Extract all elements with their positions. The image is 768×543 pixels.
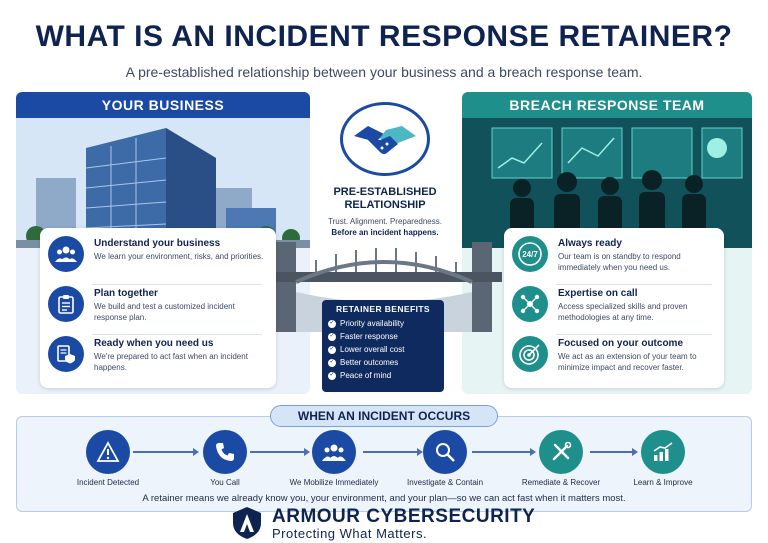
- feature-title: Focused on your outcome: [558, 338, 684, 349]
- benefit-label: Priority availability: [340, 319, 405, 328]
- pre-established-title: PRE-ESTABLISHED RELATIONSHIP: [310, 186, 460, 212]
- feature-desc: We build and test a customized incident …: [94, 302, 235, 322]
- divider: [92, 284, 262, 285]
- target-icon: [512, 336, 548, 372]
- check-icon: ✓: [328, 371, 336, 380]
- feature-desc: Our team is on standby to respond immedi…: [558, 252, 681, 272]
- benefit-item: ✓ Priority availability: [328, 317, 438, 330]
- feature-title: Plan together: [94, 288, 158, 299]
- feature-focused-outcome: Focused on your outcome We act as an ext…: [512, 336, 718, 386]
- retainer-benefits-box: RETAINER BENEFITS ✓ Priority availability…: [322, 300, 444, 392]
- feature-title: Always ready: [558, 238, 622, 249]
- handshake-badge: [340, 102, 430, 176]
- phone-icon: [203, 430, 247, 474]
- feature-desc: We act as an extension of your team to m…: [558, 352, 697, 372]
- feature-desc: We're prepared to act fast when an incid…: [94, 352, 248, 372]
- check-icon: ✓: [328, 319, 336, 328]
- benefit-label: Peace of mind: [340, 371, 392, 380]
- benefit-label: Faster response: [340, 332, 398, 341]
- tools-icon: [539, 430, 583, 474]
- divider: [556, 284, 712, 285]
- pre-established-line2: RELATIONSHIP: [344, 199, 426, 211]
- shield-document-icon: [48, 336, 84, 372]
- step-label: Investigate & Contain: [406, 478, 484, 487]
- benefit-item: ✓ Better outcomes: [328, 356, 438, 369]
- pre-established-line1: PRE-ESTABLISHED: [333, 186, 437, 198]
- flow-arrow: [133, 448, 199, 456]
- your-business-header: YOUR BUSINESS: [16, 92, 310, 118]
- check-icon: ✓: [328, 345, 336, 354]
- pre-established-subtitle: Trust. Alignment. Preparedness. Before a…: [310, 216, 460, 238]
- closing-statement: A retainer means we already know you, yo…: [142, 493, 626, 504]
- benefit-label: Lower overall cost: [340, 345, 405, 354]
- step-investigate-contain: Investigate & Contain: [390, 430, 500, 487]
- feature-desc: We learn your environment, risks, and pr…: [94, 252, 264, 261]
- step-label: Remediate & Recover: [521, 478, 601, 487]
- team-icon: [312, 430, 356, 474]
- feature-title: Ready when you need us: [94, 338, 214, 349]
- check-icon: ✓: [328, 332, 336, 341]
- handshake-icon: [354, 126, 416, 154]
- feature-title: Expertise on call: [558, 288, 638, 299]
- feature-ready-when-needed: Ready when you need us We're prepared to…: [48, 336, 268, 386]
- response-team-features-card: 24/7 Always ready Our team is on standby…: [504, 228, 724, 388]
- step-learn-improve: Learn & Improve: [608, 430, 718, 487]
- benefits-header: RETAINER BENEFITS: [335, 304, 430, 314]
- feature-desc: Access specialized skills and proven met…: [558, 302, 688, 322]
- flow-arrow: [363, 448, 423, 456]
- divider: [92, 334, 262, 335]
- page-subtitle: A pre-established relationship between y…: [125, 64, 643, 80]
- people-icon: [48, 236, 84, 272]
- check-icon: ✓: [328, 358, 336, 367]
- pre-established-sub-line2: Before an incident happens.: [331, 228, 439, 237]
- step-label: You Call: [210, 478, 240, 487]
- feature-plan-together: Plan together We build and test a custom…: [48, 286, 268, 336]
- benefit-item: ✓ Peace of mind: [328, 369, 438, 382]
- breach-response-header: BREACH RESPONSE TEAM: [462, 92, 752, 118]
- step-label: We Mobilize Immediately: [289, 478, 379, 487]
- feature-expertise-on-call: Expertise on call Access specialized ski…: [512, 286, 718, 336]
- business-features-card: Understand your business We learn your e…: [40, 228, 276, 388]
- divider: [556, 334, 712, 335]
- brand-tagline: Protecting What Matters.: [272, 526, 428, 541]
- 24-7-badge: 24/7: [522, 250, 538, 259]
- step-we-mobilize: We Mobilize Immediately: [279, 430, 389, 487]
- clipboard-icon: [48, 286, 84, 322]
- incident-header: WHEN AN INCIDENT OCCURS: [270, 405, 498, 427]
- warning-icon: [86, 430, 130, 474]
- benefit-item: ✓ Faster response: [328, 330, 438, 343]
- bar-chart-icon: [641, 430, 685, 474]
- step-label: Learn & Improve: [633, 478, 693, 487]
- flow-arrow: [250, 448, 310, 456]
- step-incident-detected: Incident Detected: [53, 430, 163, 487]
- page-title: WHAT IS AN INCIDENT RESPONSE RETAINER?: [35, 20, 733, 53]
- 24-7-icon: 24/7: [512, 236, 548, 272]
- benefit-label: Better outcomes: [340, 358, 399, 367]
- flow-arrow: [472, 448, 536, 456]
- step-label: Incident Detected: [76, 478, 140, 487]
- armour-logo-icon: [233, 507, 261, 539]
- step-remediate-recover: Remediate & Recover: [506, 430, 616, 487]
- feature-always-ready: 24/7 Always ready Our team is on standby…: [512, 236, 718, 286]
- benefit-item: ✓ Lower overall cost: [328, 343, 438, 356]
- incident-section: [16, 416, 752, 512]
- step-you-call: You Call: [170, 430, 280, 487]
- feature-understand-business: Understand your business We learn your e…: [48, 236, 268, 286]
- brand-footer: ARMOUR CYBERSECURITY Protecting What Mat…: [230, 506, 550, 541]
- pre-established-sub-line1: Trust. Alignment. Preparedness.: [328, 217, 442, 226]
- magnifier-icon: [423, 430, 467, 474]
- feature-title: Understand your business: [94, 238, 221, 249]
- brand-name: ARMOUR CYBERSECURITY: [272, 506, 536, 527]
- network-icon: [512, 286, 548, 322]
- flow-arrow: [590, 448, 638, 456]
